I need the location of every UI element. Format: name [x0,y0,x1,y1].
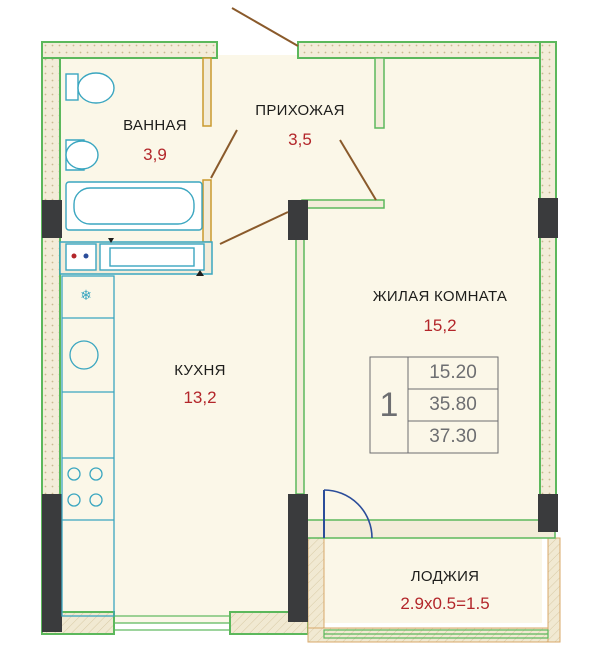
hallway-name: ПРИХОЖАЯ [255,102,345,119]
living-area-value: 15.20 [429,362,477,383]
snowflake-icon: ❄ [80,288,92,304]
windows [113,615,549,639]
hallway-area: 3,5 [288,130,312,149]
total-area-value: 35.80 [429,394,477,415]
living-room-area: 15,2 [423,316,457,335]
kitchen-fixtures [61,275,115,617]
kitchen-area: 13,2 [183,388,217,407]
living-room-name: ЖИЛАЯ КОМНАТА [372,288,508,305]
door-swings [210,7,377,245]
loggia-name: ЛОДЖИЯ [410,568,480,585]
loggia-door [323,489,373,539]
rooms-count: 1 [379,385,399,424]
loggia-area: 2.9x0.5=1.5 [400,594,490,613]
kitchen-name: КУХНЯ [174,362,226,379]
area-summary-table [369,356,499,454]
structural-columns [42,198,558,632]
bathroom-name: ВАННАЯ [123,117,187,134]
bathroom-fixtures [65,72,205,271]
bathroom-area: 3,9 [143,145,167,164]
total-with-loggia-value: 37.30 [429,426,477,447]
